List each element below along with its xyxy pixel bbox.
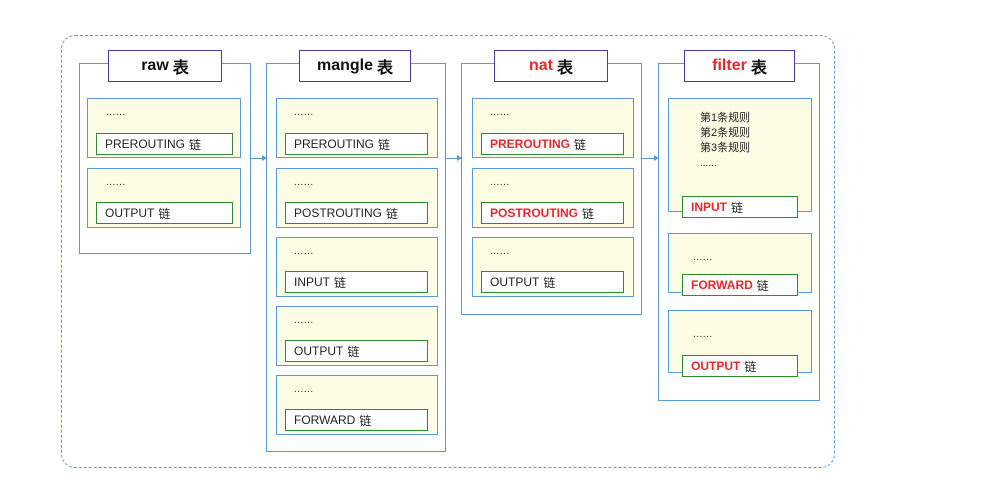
chain-name: OUTPUT	[691, 359, 741, 373]
chain-suffix: 链	[731, 200, 744, 215]
rule-item: 第1条规则	[700, 112, 751, 124]
chain-name: OUTPUT	[490, 275, 540, 289]
rule-item: 第3条规则	[700, 142, 751, 154]
table-name: raw	[141, 57, 169, 74]
ellipsis: ......	[700, 158, 717, 169]
ellipsis: ......	[106, 107, 126, 118]
chain-suffix: 链	[378, 137, 391, 152]
ellipsis: ......	[106, 177, 126, 188]
mangle-input-label: INPUT 链	[285, 271, 428, 293]
ellipsis: ......	[294, 384, 314, 395]
ellipsis: ......	[294, 177, 314, 188]
chain-suffix: 链	[334, 275, 347, 290]
table-name: nat	[528, 57, 553, 74]
arrow-raw-to-mangle	[251, 155, 267, 161]
ellipsis: ......	[294, 107, 314, 118]
chain-suffix: 链	[744, 359, 757, 374]
outer-dashed-frame	[61, 35, 835, 468]
chain-name: INPUT	[294, 275, 330, 289]
filter-input-label: INPUT 链	[682, 196, 798, 218]
table-name: mangle	[316, 57, 373, 74]
chain-suffix: 链	[574, 137, 587, 152]
chain-suffix: 链	[582, 206, 595, 221]
chain-name: OUTPUT	[294, 344, 344, 358]
arrow-nat-to-filter	[642, 155, 659, 161]
rule-list: 第1条规则 第2条规则 第3条规则 ......	[700, 111, 750, 171]
table-name: filter	[712, 57, 747, 74]
chain-name: POSTROUTING	[490, 206, 579, 220]
chain-suffix: 链	[189, 137, 202, 152]
ellipsis: ......	[490, 177, 510, 188]
chain-name: OUTPUT	[105, 206, 155, 220]
table-suffix: 表	[750, 60, 767, 77]
filter-input-chain: 第1条规则 第2条规则 第3条规则 ......	[668, 98, 812, 212]
ellipsis: ......	[294, 315, 314, 326]
chain-name: PREROUTING	[294, 137, 375, 151]
arrow-mangle-to-nat	[446, 155, 462, 161]
table-suffix: 表	[172, 60, 189, 77]
chain-suffix: 链	[386, 206, 399, 221]
chain-suffix: 链	[543, 275, 556, 290]
table-suffix: 表	[377, 60, 394, 77]
ellipsis: ......	[693, 252, 713, 263]
chain-suffix: 链	[347, 344, 360, 359]
chain-suffix: 链	[158, 206, 171, 221]
chain-name: POSTROUTING	[294, 206, 383, 220]
chain-name: PREROUTING	[490, 137, 571, 151]
ellipsis: ......	[490, 107, 510, 118]
chain-suffix: 链	[756, 278, 769, 293]
chain-name: PREROUTING	[105, 137, 186, 151]
ellipsis: ......	[490, 246, 510, 257]
ellipsis: ......	[693, 329, 713, 340]
rule-item: 第2条规则	[700, 127, 751, 139]
ellipsis: ......	[294, 246, 314, 257]
table-suffix: 表	[556, 60, 573, 77]
chain-suffix: 链	[359, 413, 372, 428]
chain-name: FORWARD	[294, 413, 356, 427]
chain-name: INPUT	[691, 200, 727, 214]
chain-name: FORWARD	[691, 278, 753, 292]
